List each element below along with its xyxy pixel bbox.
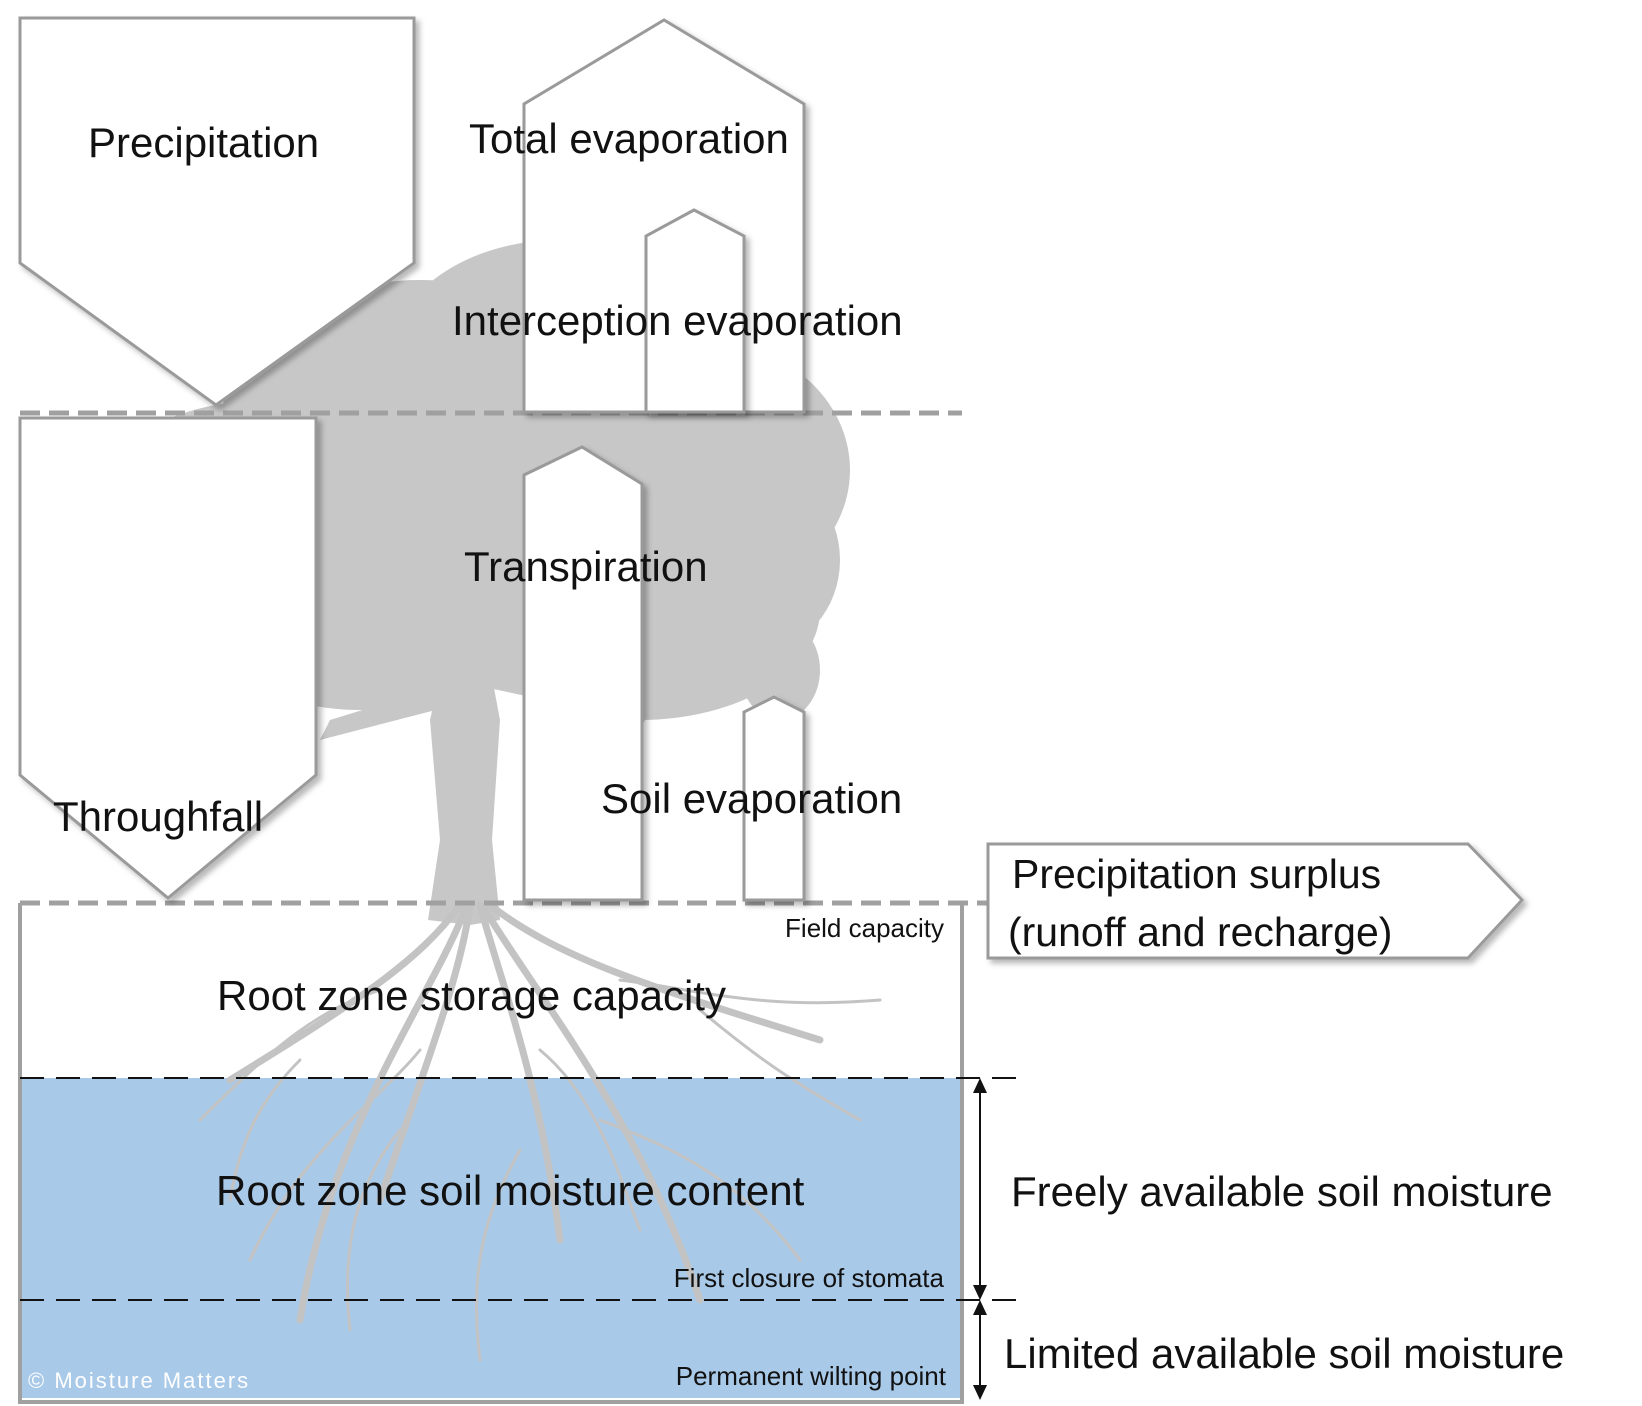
first-closure-of-stomata-label: First closure of stomata: [674, 1263, 945, 1293]
limited-available-range-arrow: [973, 1300, 987, 1400]
soil-moisture-fill: [20, 1078, 962, 1398]
throughfall-label: Throughfall: [53, 793, 263, 840]
transpiration-arrow: [522, 445, 644, 902]
precipitation-surplus-label-line1: Precipitation surplus: [1012, 851, 1381, 897]
throughfall-arrow: [18, 416, 318, 900]
soil-evaporation-arrow: [742, 695, 806, 902]
soil-box-outline: [18, 903, 964, 1404]
precipitation-surplus-arrow: [986, 842, 1525, 960]
freely-available-range-arrow: [973, 1078, 987, 1300]
precipitation-arrow: [18, 16, 416, 407]
limited-available-soil-moisture-label: Limited available soil moisture: [1004, 1330, 1564, 1377]
root-zone-soil-moisture-content-label: Root zone soil moisture content: [216, 1167, 805, 1214]
permanent-wilting-point-label: Permanent wilting point: [676, 1361, 947, 1391]
interception-evaporation-arrow: [644, 208, 746, 414]
soil-evaporation-label: Soil evaporation: [601, 775, 902, 822]
precipitation-label: Precipitation: [88, 119, 319, 166]
root-zone-storage-capacity-label: Root zone storage capacity: [217, 972, 726, 1019]
field-capacity-label: Field capacity: [785, 913, 944, 943]
copyright-label: © Moisture Matters: [28, 1368, 250, 1393]
precipitation-surplus-label-line2: (runoff and recharge): [1008, 909, 1392, 955]
transpiration-label: Transpiration: [464, 543, 708, 590]
total-evaporation-label: Total evaporation: [469, 115, 789, 162]
interception-evaporation-label: Interception evaporation: [452, 297, 903, 344]
freely-available-soil-moisture-label: Freely available soil moisture: [1011, 1168, 1553, 1215]
